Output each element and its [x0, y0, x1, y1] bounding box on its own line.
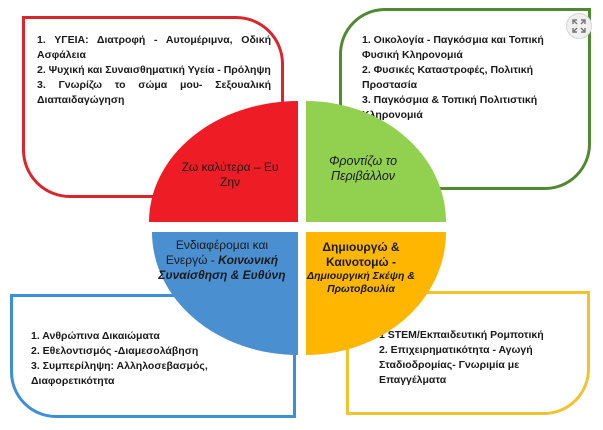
innovation-subtitle: Δημιουργική Σκέψη & Πρωτοβουλία — [307, 270, 415, 295]
social-title: Ενδιαφέρομαι και Ενεργώ - Κοινωνική Συνα… — [155, 238, 289, 283]
social-topic-item: 3. Συμπερίληψη: Αλληλοσεβασμός, Διαφορετ… — [31, 360, 208, 387]
innovation-title: Δημιουργώ & Καινοτομώ - Δημιουργική Σκέψ… — [305, 240, 417, 296]
expand-arrows-icon[interactable] — [566, 13, 592, 39]
environment-topic-item: 1. Οικολογία - Παγκόσμια και Τοπική Φυσι… — [362, 34, 544, 61]
wellbeing-topic-item: 3. Γνωρίζω το σώμα μου- Σεξουαλική Διαπα… — [37, 79, 271, 106]
innovation-topic-item: 1 STEM/Εκπαιδευτική Ρομποτική — [379, 329, 544, 341]
environment-quadrant — [306, 101, 446, 222]
social-topic-item: 2. Εθελοντισμός -Διαμεσολάβηση — [31, 345, 199, 357]
innovation-title-main: Δημιουργώ & Καινοτομώ - — [322, 240, 400, 269]
wellbeing-quadrant — [149, 101, 298, 222]
wellbeing-topic-item: 2. Ψυχική και Συναισθηματική Υγεία - Πρό… — [37, 64, 271, 76]
social-topic-item: 1. Ανθρώπινα Δικαιώματα — [31, 330, 160, 342]
social-quadrant — [152, 232, 298, 355]
innovation-topic-item: 2. Επιχειρηματικότητα - Αγωγή Σταδιοδρομ… — [379, 344, 533, 386]
wellbeing-topics-box: 1. ΥΓΕΙΑ: Διατροφή - Αυτομέριμνα, Οδική … — [22, 16, 284, 198]
social-topics-box: 1. Ανθρώπινα Δικαιώματα 2. Εθελοντισμός … — [10, 294, 296, 418]
wellbeing-topic-item: 1. ΥΓΕΙΑ: Διατροφή - Αυτομέριμνα, Οδική … — [37, 34, 271, 61]
environment-topic-item: 2. Φυσικές Καταστροφές, Πολιτική Προστασ… — [362, 64, 534, 91]
social-title-line1: Ενδιαφέρομαι και Ενεργώ - — [165, 238, 269, 267]
social-title-line2: Κοινωνική Συναίσθηση & Ευθύνη — [158, 253, 286, 282]
environment-title: Φροντίζω το Περιβάλλον — [328, 154, 398, 183]
innovation-quadrant — [306, 232, 446, 355]
wellbeing-title: Ζω καλύτερα – Ευ Ζην — [181, 160, 279, 189]
